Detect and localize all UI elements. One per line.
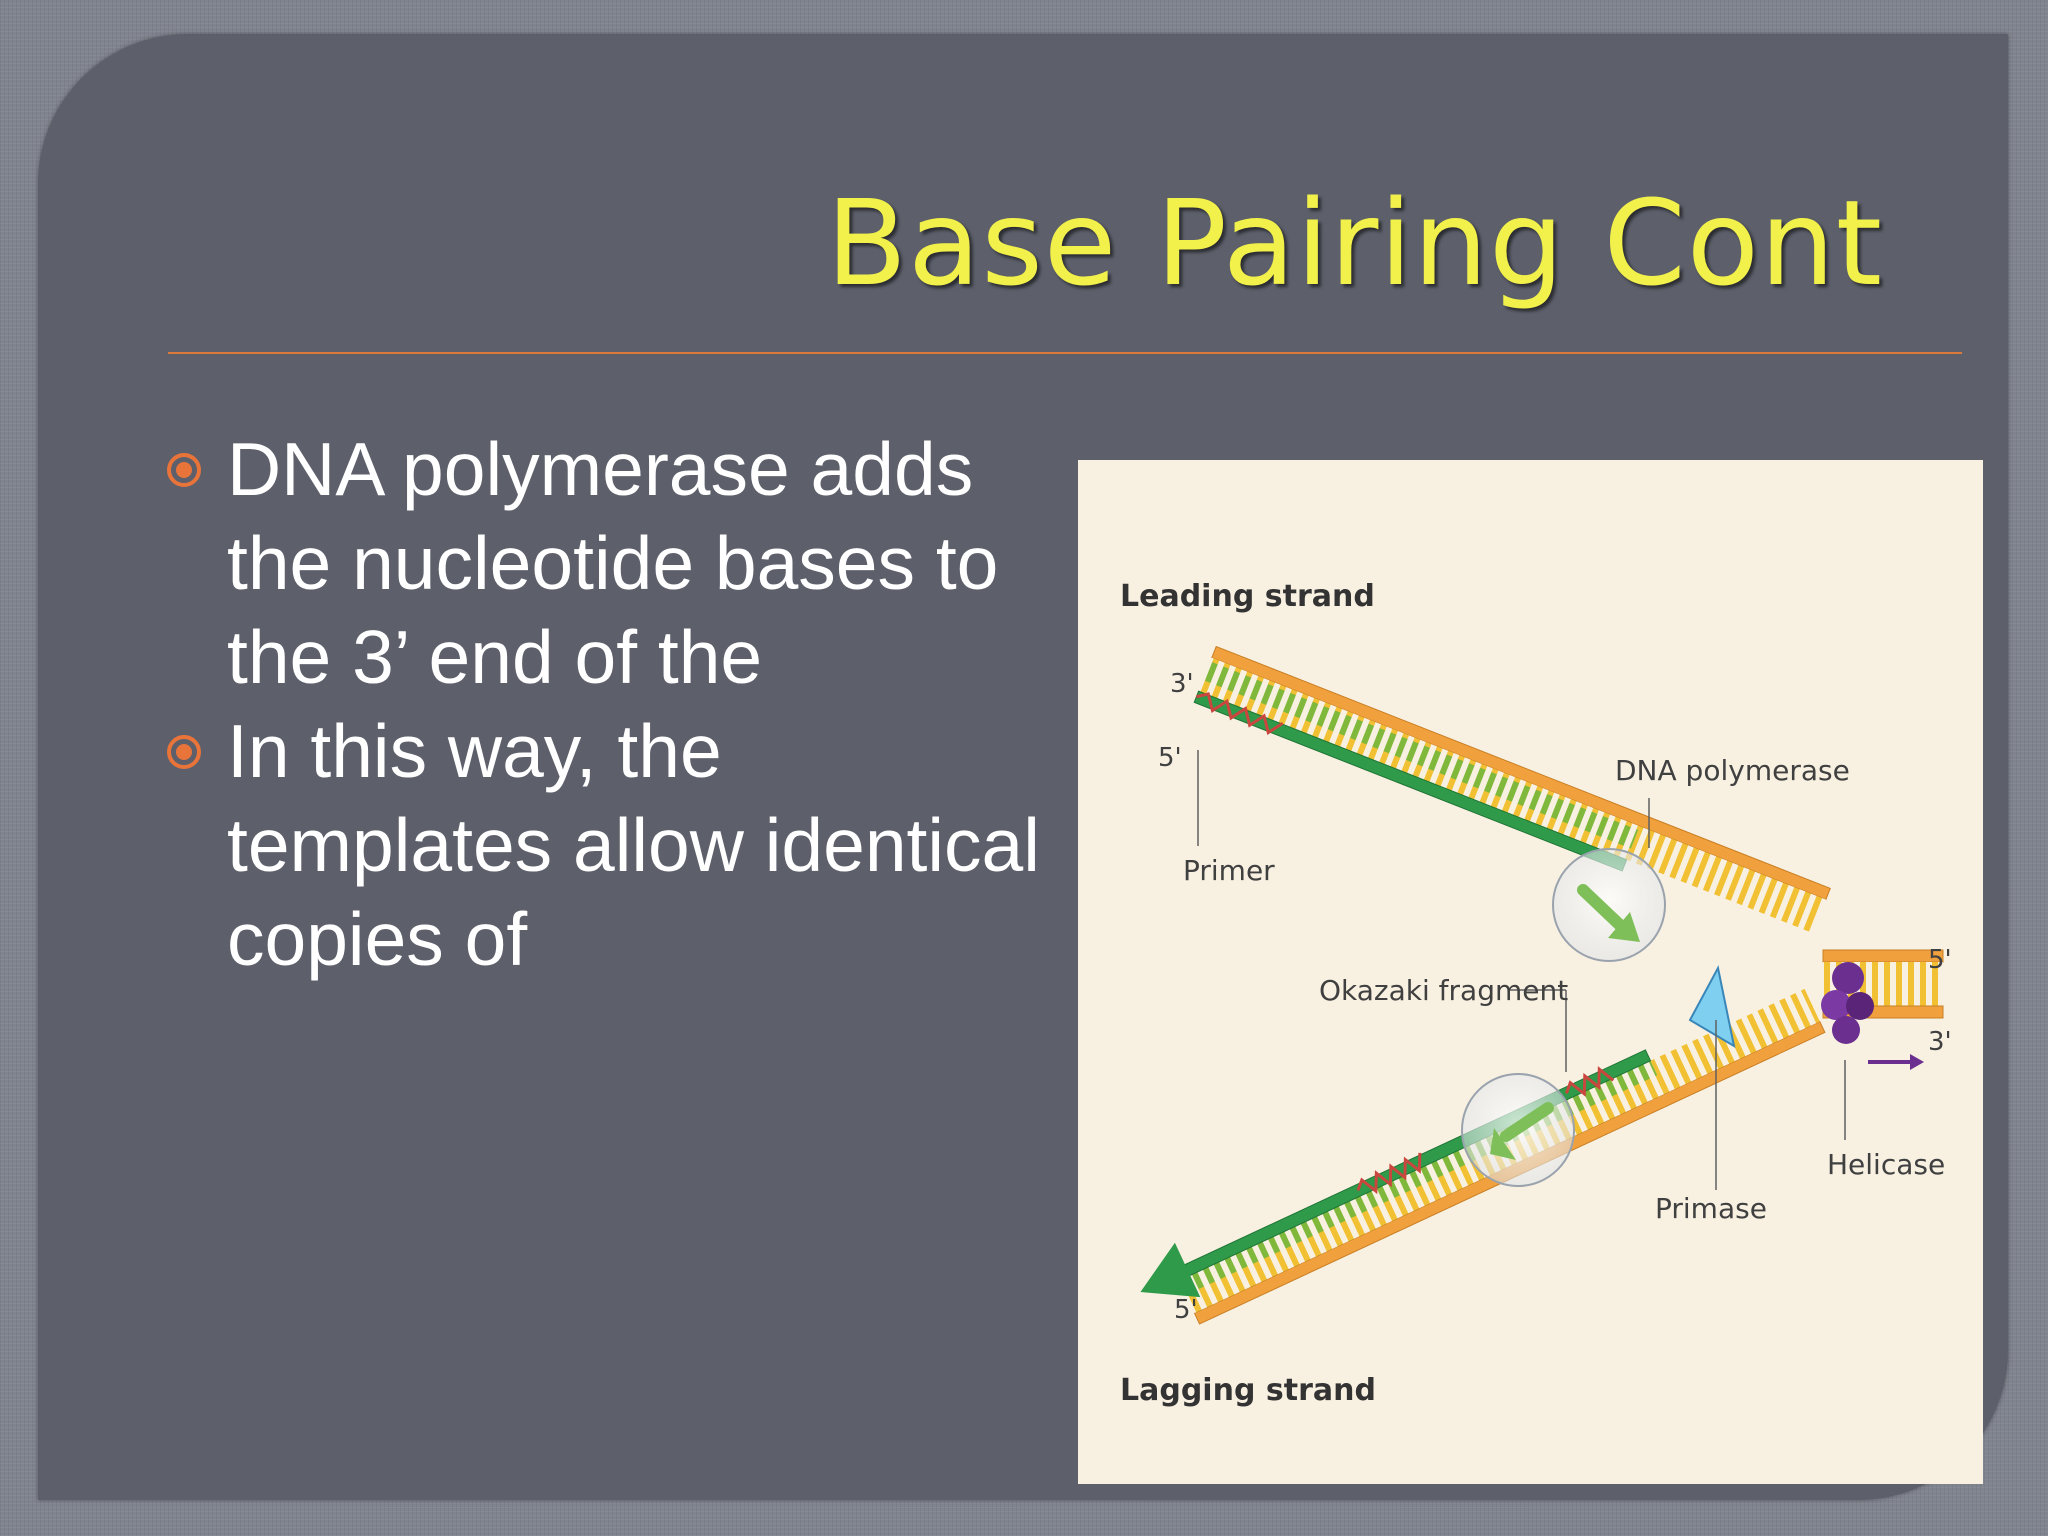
slide-title: Base Pairing Cont — [826, 174, 1883, 312]
okazaki-fragment-label: Okazaki fragment — [1319, 974, 1568, 1007]
helicase-label: Helicase — [1827, 1148, 1945, 1181]
bullet-item: DNA polymerase adds the nucleotide bases… — [163, 422, 1063, 704]
three-prime-end-label: 3' — [1170, 669, 1194, 699]
dna-polymerase-lagging — [1461, 1073, 1575, 1187]
leading-strand-arm — [1193, 645, 1831, 934]
replication-fork-diagram: Leading strand 3' 5' Primer DNA polymera… — [1120, 579, 1952, 1408]
dna-replication-figure: Leading strand 3' 5' Primer DNA polymera… — [1078, 460, 1983, 1484]
lagging-strand-label: Lagging strand — [1120, 1373, 1376, 1408]
primase-protein — [1688, 965, 1736, 1049]
bullet-target-icon — [167, 735, 201, 769]
helicase-direction-arrow — [1910, 1054, 1924, 1070]
title-divider — [168, 352, 1962, 354]
three-prime-end-label: 3' — [1928, 1027, 1952, 1057]
helicase-protein — [1821, 962, 1924, 1070]
okazaki-primer-zigzag — [1565, 1066, 1615, 1097]
five-prime-end-label: 5' — [1158, 743, 1182, 773]
dna-polymerase-leading — [1552, 848, 1666, 962]
bullet-item: In this way, the templates allow identic… — [163, 704, 1063, 986]
five-prime-end-label: 5' — [1928, 945, 1952, 975]
okazaki-primer-zigzag — [1356, 1152, 1422, 1195]
bullet-text: In this way, the templates allow identic… — [227, 709, 1040, 981]
bullet-text: DNA polymerase adds the nucleotide bases… — [227, 427, 999, 699]
label-leader-lines — [1197, 750, 1846, 1190]
leading-strand-label: Leading strand — [1120, 579, 1375, 614]
primer-label: Primer — [1183, 854, 1275, 887]
primase-label: Primase — [1655, 1192, 1767, 1225]
slide: Base Pairing Cont DNA polymerase adds th… — [38, 34, 2008, 1500]
bullet-list: DNA polymerase adds the nucleotide bases… — [163, 422, 1063, 986]
bullet-target-icon — [167, 453, 201, 487]
five-prime-end-label: 5' — [1174, 1295, 1198, 1325]
lagging-direction-arrow — [1140, 1242, 1201, 1298]
dna-polymerase-label: DNA polymerase — [1615, 754, 1850, 787]
primer-zigzag — [1196, 692, 1284, 735]
